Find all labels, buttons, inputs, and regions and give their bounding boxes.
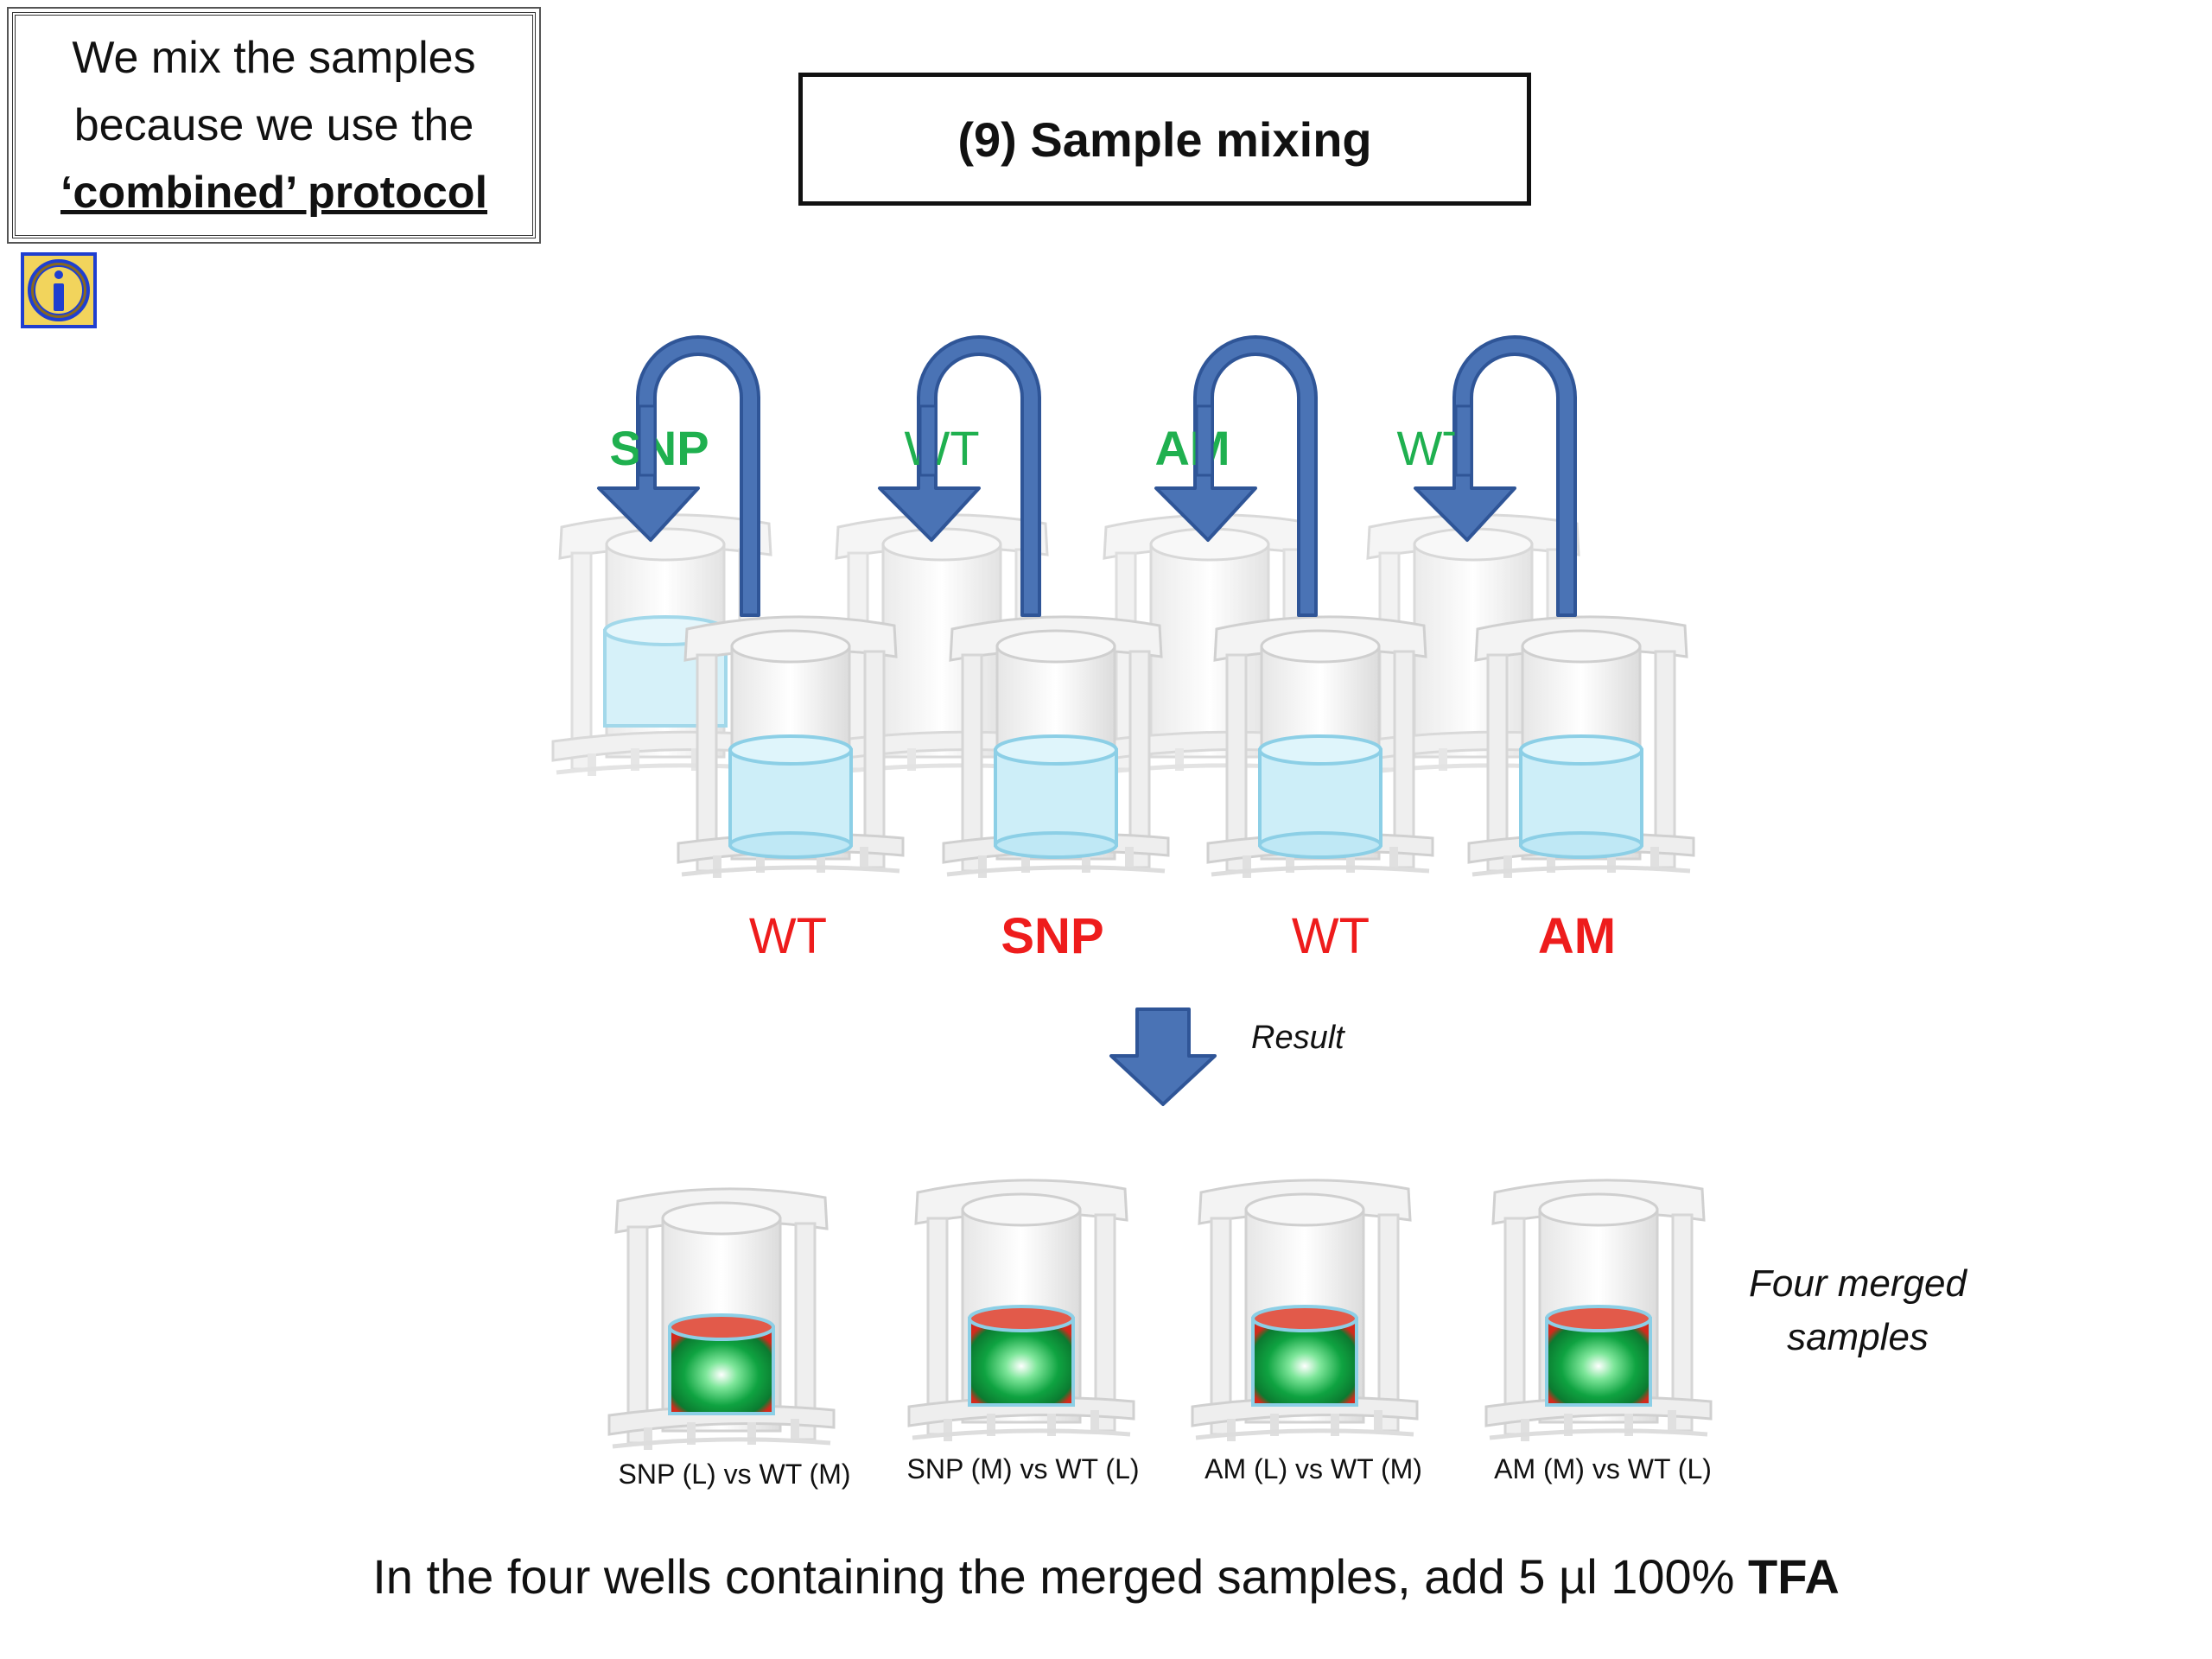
well-front-4 xyxy=(1469,617,1694,878)
info-button[interactable] xyxy=(21,252,97,328)
note-line-2: because we use the xyxy=(73,100,474,150)
front-label-4: AM xyxy=(1537,908,1617,964)
merged-sample-label-4: AM (M) vs WT (L) xyxy=(1494,1453,1712,1484)
merged-well-2 xyxy=(909,1180,1134,1441)
merged-sample-label-1: SNP (L) vs WT (M) xyxy=(618,1459,851,1490)
protocol-note-box: We mix the samples because we use the ‘c… xyxy=(7,7,541,244)
step-title: (9) Sample mixing xyxy=(957,111,1372,167)
instruction-text: In the four wells containing the merged … xyxy=(0,1548,2212,1605)
merged-samples-caption: Four merged samples xyxy=(1728,1257,1987,1364)
info-icon xyxy=(28,259,90,321)
front-label-3: WT xyxy=(1291,908,1370,964)
front-label-2: SNP xyxy=(1001,908,1104,964)
merged-caption-line-1: Four merged xyxy=(1749,1262,1967,1305)
front-row-wells xyxy=(678,617,1694,878)
result-label: Result xyxy=(1251,1020,1344,1056)
result-arrow xyxy=(1109,1007,1217,1106)
back-label-3: AM xyxy=(1154,421,1230,475)
front-label-1: WT xyxy=(748,908,828,964)
merged-caption-line-2: samples xyxy=(1787,1316,1929,1358)
instruction-reagent: TFA xyxy=(1748,1549,1840,1604)
merged-well-1 xyxy=(609,1189,834,1450)
merged-wells xyxy=(609,1180,1711,1450)
instruction-prefix: In the four wells containing the merged … xyxy=(372,1549,1735,1604)
step-title-box: (9) Sample mixing xyxy=(798,73,1531,206)
note-line-3: ‘combined’ protocol xyxy=(60,168,488,218)
merged-well-4 xyxy=(1486,1180,1711,1441)
well-front-1 xyxy=(678,617,903,878)
well-front-2 xyxy=(944,617,1168,878)
merged-sample-label-3: AM (L) vs WT (M) xyxy=(1205,1453,1422,1484)
merged-well-3 xyxy=(1192,1180,1417,1441)
well-front-3 xyxy=(1208,617,1433,878)
note-line-1: We mix the samples xyxy=(72,33,476,83)
back-label-2: WT xyxy=(904,421,980,475)
back-label-4: WT xyxy=(1396,421,1472,475)
back-label-1: SNP xyxy=(609,421,709,475)
merged-sample-label-2: SNP (M) vs WT (L) xyxy=(906,1453,1140,1484)
